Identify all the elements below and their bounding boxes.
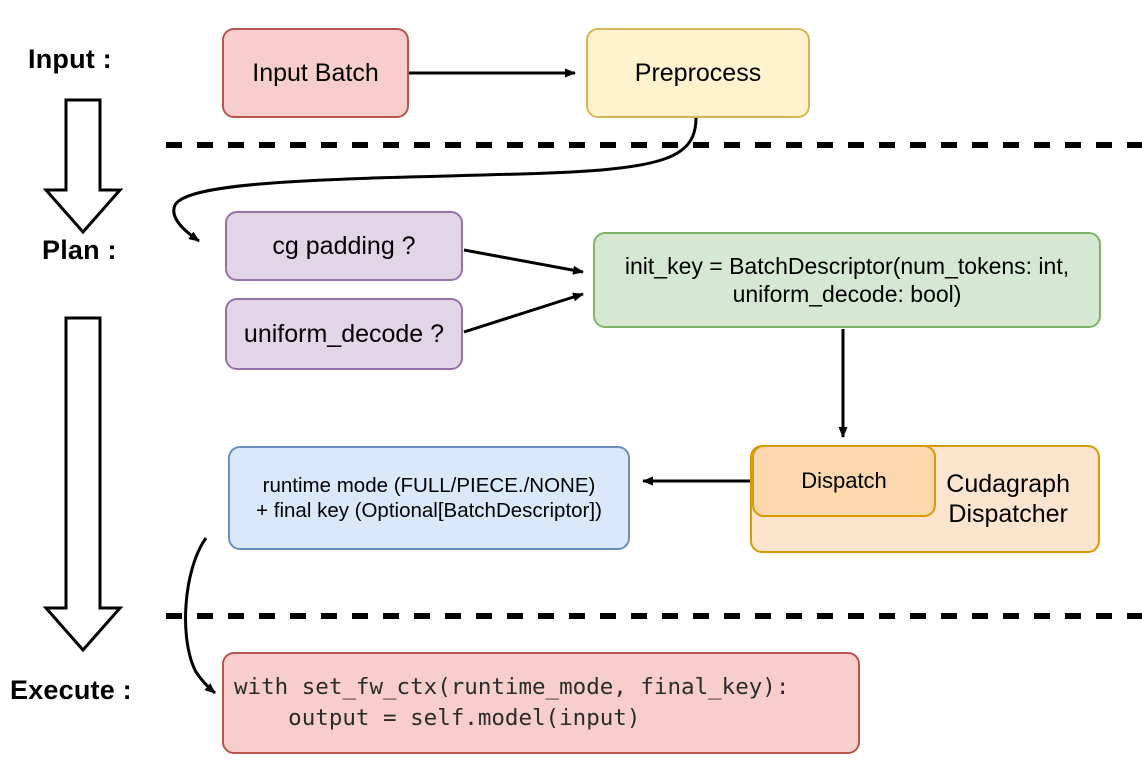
node-exec-code[interactable]: with set_fw_ctx(runtime_mode, final_key)… — [222, 652, 860, 754]
node-runtime-mode[interactable]: runtime mode (FULL/PIECE./NONE) + final … — [228, 446, 630, 550]
node-init-key-label: init_key = BatchDescriptor(num_tokens: i… — [624, 252, 1070, 307]
node-cg-padding-label: cg padding ? — [272, 231, 416, 260]
connector-runtime-mode-to-exec-code — [184, 537, 216, 695]
stage-label-execute: Execute : — [10, 675, 132, 705]
node-runtime-mode-label: runtime mode (FULL/PIECE./NONE) + final … — [256, 474, 602, 522]
node-cg-padding[interactable]: cg padding ? — [225, 211, 463, 281]
node-dispatch-label: Dispatch — [801, 467, 887, 493]
node-preprocess-label: Preprocess — [634, 58, 762, 87]
node-cudagraph-dispatcher-label: Cudagraph Dispatcher — [946, 469, 1070, 529]
node-input-batch[interactable]: Input Batch — [222, 28, 409, 118]
node-exec-code-label: with set_fw_ctx(runtime_mode, final_key)… — [234, 673, 790, 731]
input-to-plan-arrow — [42, 98, 124, 235]
connector-uniform-decode-to-init-key — [463, 292, 584, 334]
plan-to-execute-arrow — [42, 316, 124, 653]
node-uniform-decode[interactable]: uniform_decode ? — [225, 298, 463, 370]
node-dispatch[interactable]: Dispatch — [752, 445, 936, 517]
stage-label-input: Input : — [28, 44, 112, 74]
node-preprocess[interactable]: Preprocess — [586, 28, 810, 118]
stage-label-plan: Plan : — [42, 235, 117, 265]
node-input-batch-label: Input Batch — [252, 58, 379, 87]
node-init-key[interactable]: init_key = BatchDescriptor(num_tokens: i… — [593, 232, 1101, 328]
node-uniform-decode-label: uniform_decode ? — [243, 319, 445, 348]
connector-cg-padding-to-init-key — [463, 248, 584, 275]
